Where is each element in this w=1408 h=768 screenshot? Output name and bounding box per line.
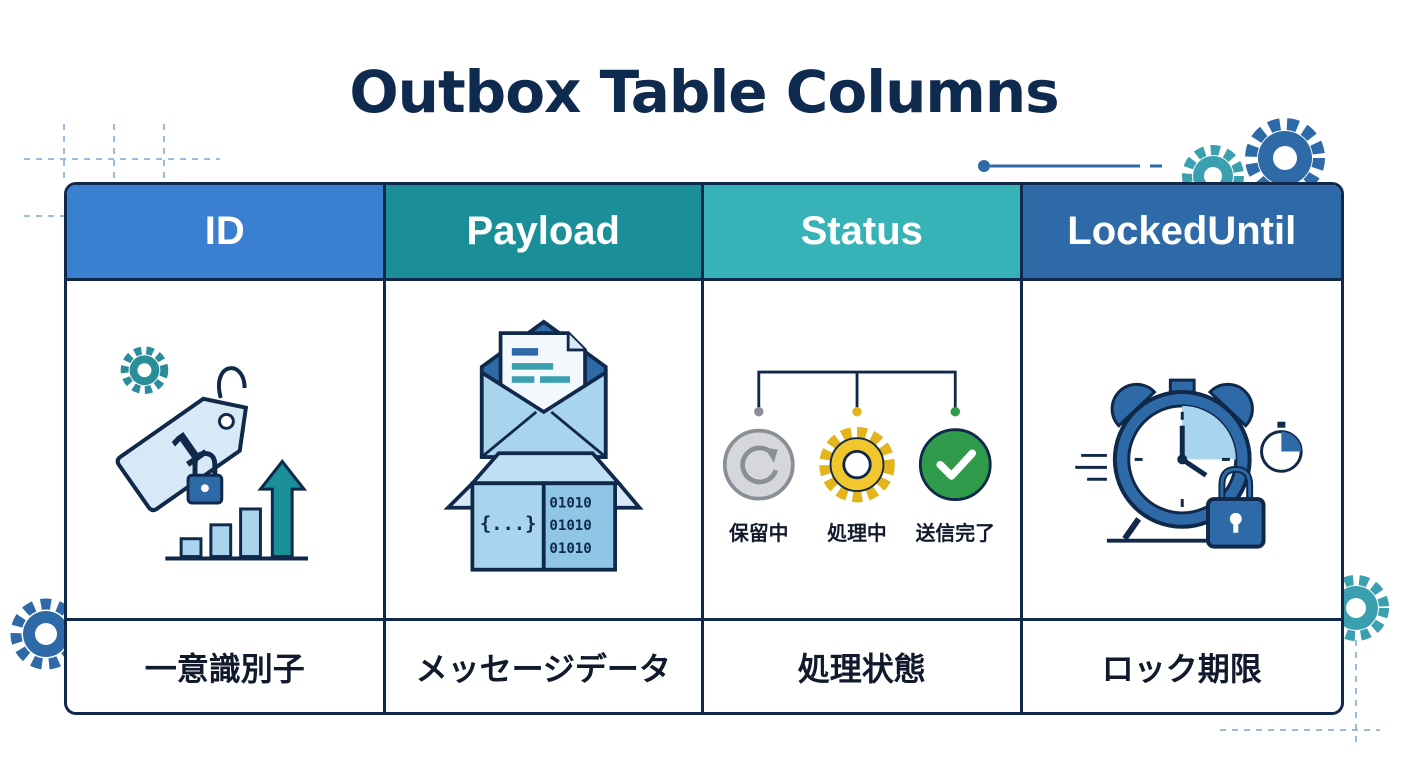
connector-line-icon [978,160,1162,172]
binary-row: 01010 [549,541,591,557]
status-label-pending: 保留中 [728,522,788,545]
column-illustration-lockeduntil [1022,281,1341,621]
pending-icon [722,428,795,501]
column-status: Status [704,185,1023,712]
binary-row: 01010 [549,496,591,512]
column-illustration-id: 1 [67,281,383,621]
binary-row: 01010 [549,518,591,534]
column-description-lockeduntil: ロック期限 [1101,649,1262,688]
column-illustration-payload: {...} 01010 01010 01010 [385,281,701,621]
column-header-id: ID [67,185,383,281]
stopwatch-icon [1259,421,1303,473]
column-payload: Payload [385,185,704,712]
column-lockeduntil: LockedUntil [1022,185,1341,712]
alarm-clock-lock-icon [1074,378,1303,549]
processing-gear-icon [819,426,895,503]
column-illustration-status: 保留中 処理中 送信完了 [704,281,1020,621]
column-header-payload: Payload [385,185,701,281]
id-tag-lock-growth-icon: 1 [115,346,309,561]
column-id: ID 1 [67,185,386,712]
check-icon [918,428,992,501]
column-description-id: 一意識別子 [144,649,305,688]
status-label-processing: 処理中 [827,522,886,545]
page-title: Outbox Table Columns [349,58,1059,126]
column-description-status: 処理状態 [797,649,926,688]
status-label-sent: 送信完了 [916,522,995,545]
column-header-lockeduntil: LockedUntil [1022,185,1341,281]
outbox-columns-table: ID 1 [64,182,1344,715]
status-flow-icon: 保留中 処理中 送信完了 [722,370,995,545]
column-header-status: Status [704,185,1020,281]
lock-icon [1205,465,1266,549]
column-description-payload: メッセージデータ [415,649,671,688]
code-braces-text: {...} [479,514,536,535]
envelope-data-box-icon: {...} 01010 01010 01010 [442,319,644,572]
